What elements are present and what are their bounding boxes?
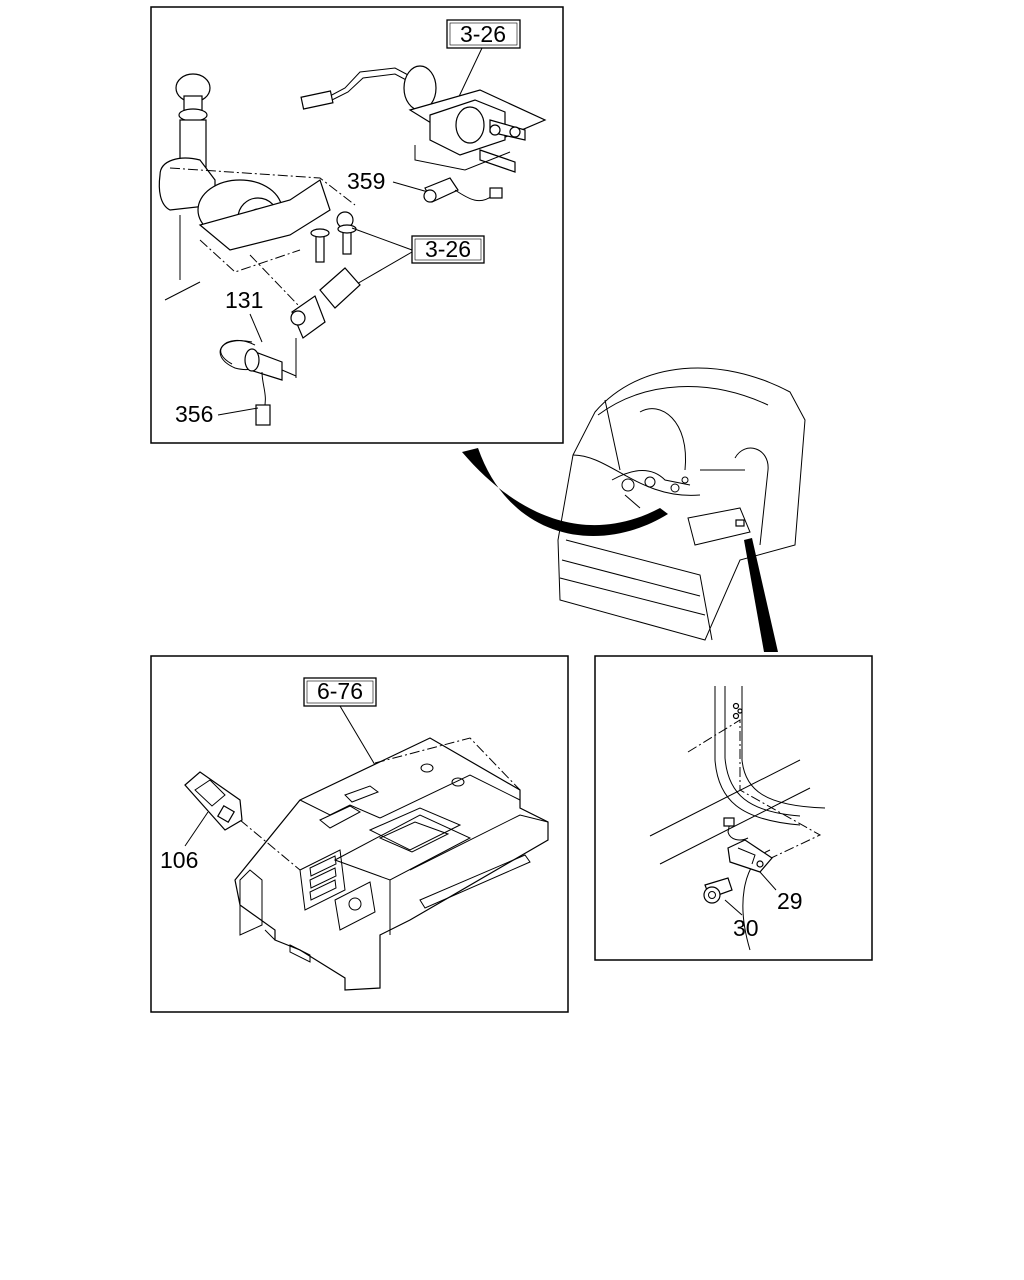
column-knob-assembly <box>158 73 354 301</box>
svg-text:106: 106 <box>160 847 198 873</box>
part-356-label: 356 <box>175 401 259 427</box>
svg-text:29: 29 <box>777 888 803 914</box>
svg-text:131: 131 <box>225 287 263 313</box>
door-pillar <box>649 686 826 951</box>
svg-text:30: 30 <box>733 915 759 941</box>
svg-text:359: 359 <box>347 168 385 194</box>
ref-box-top-upper: 3-26 <box>446 19 521 49</box>
panel-top-left: 3-26 359 <box>150 6 564 444</box>
svg-text:6-76: 6-76 <box>317 678 363 704</box>
truck-cab-overview <box>557 367 806 641</box>
ref-box-top-lower: 3-26 <box>411 235 485 264</box>
part-359-sensor: 359 <box>347 168 503 203</box>
part-30-bolt: 30 <box>703 877 759 941</box>
connector-plug <box>290 267 361 339</box>
part-131-switch: 131 <box>219 287 297 426</box>
svg-text:356: 356 <box>175 401 213 427</box>
center-console <box>234 737 549 991</box>
panel-bottom-right: 29 30 <box>594 655 873 961</box>
leader-arrow-top <box>462 448 668 537</box>
leader-arrow-right <box>744 538 778 652</box>
panel-bottom-left: 6-76 <box>150 655 569 1013</box>
ref-box-bottom-left: 6-76 <box>303 677 377 707</box>
part-29-switch: 29 <box>723 817 803 914</box>
bolts <box>310 224 357 263</box>
part-106-switch: 106 <box>160 771 243 873</box>
svg-text:3-26: 3-26 <box>460 21 506 47</box>
svg-text:3-26: 3-26 <box>425 236 471 262</box>
solenoid-assembly <box>300 65 547 173</box>
